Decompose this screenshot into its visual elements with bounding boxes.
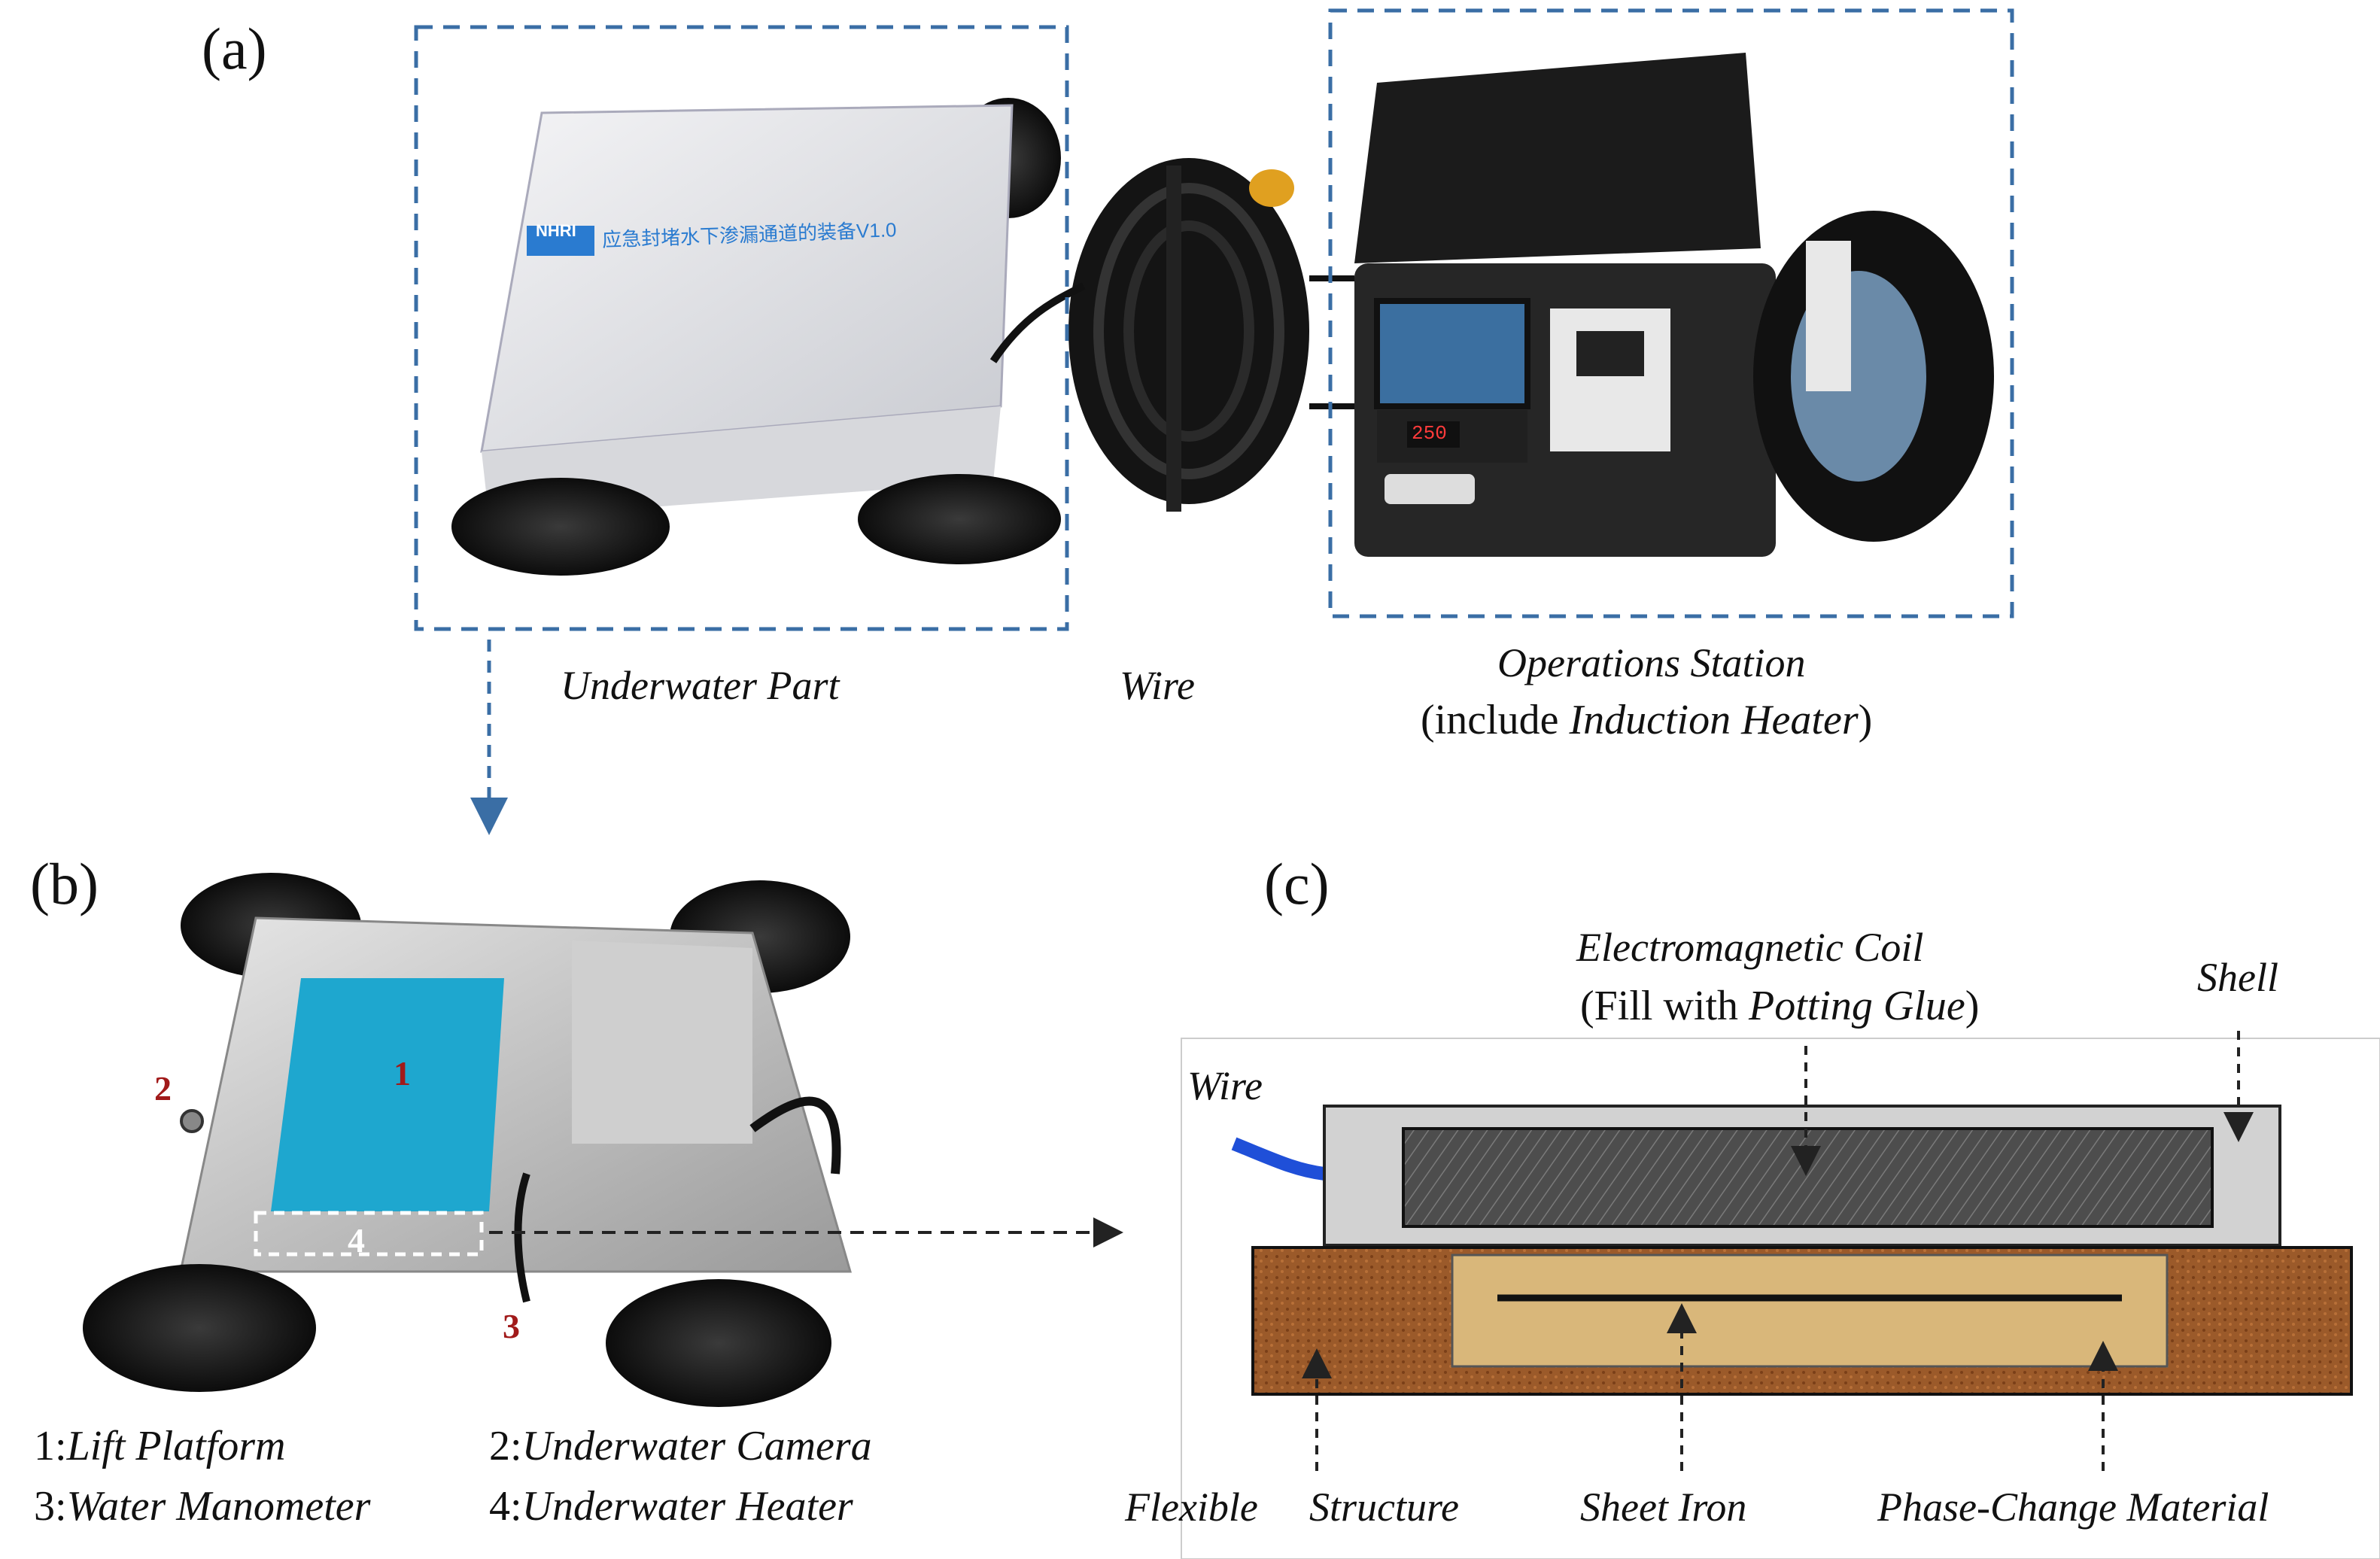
electromagnetic-coil [1402, 1127, 2214, 1228]
label-flexible: Flexible [1125, 1485, 1258, 1530]
caption-wire: Wire [1120, 663, 1195, 708]
legend-item-3: 3:Water Manometer [34, 1483, 371, 1530]
cable [1231, 1137, 1326, 1181]
rover-logo: NHRI [536, 221, 576, 240]
panel-label-a: (a) [202, 16, 267, 81]
panel-label-c: (c) [1264, 851, 1330, 916]
caption-underwater-part: Underwater Part [561, 663, 840, 708]
label-sheet-iron: Sheet Iron [1580, 1485, 1747, 1530]
legend-item-4: 4:Underwater Heater [489, 1483, 853, 1530]
marker-3: 3 [503, 1307, 520, 1345]
marker-4: 4 [348, 1221, 365, 1260]
operations-station-box [1328, 8, 2014, 618]
label-electromagnetic-coil: Electromagnetic Coil [1576, 925, 1924, 970]
label-wire-c: Wire [1187, 1063, 1263, 1108]
heater-cross-section [1181, 1031, 2380, 1559]
lift-platform [271, 978, 504, 1211]
label-structure: Structure [1309, 1485, 1459, 1530]
legend-item-2: 2:Underwater Camera [489, 1423, 872, 1469]
caption-operations-station: Operations Station [1497, 640, 1806, 685]
phase-change-material [1451, 1254, 2169, 1368]
marker-1: 1 [394, 1054, 411, 1093]
label-fill-potting-glue: (Fill with Potting Glue) [1580, 983, 1980, 1029]
label-phase-change-material: Phase-Change Material [1877, 1485, 2269, 1530]
legend-item-1: 1:Lift Platform [34, 1423, 286, 1469]
panel-label-b: (b) [30, 851, 99, 916]
underwater-part-box [414, 25, 1069, 631]
wire-reel-photo [989, 158, 1354, 512]
marker-2: 2 [154, 1069, 172, 1108]
rover-frame-photo [83, 873, 852, 1407]
heater-highlight [254, 1211, 484, 1257]
caption-include-induction-heater: (include Induction Heater) [1421, 697, 1873, 743]
operations-station-photo [1354, 53, 1994, 557]
label-shell: Shell [2197, 955, 2278, 1000]
underwater-rover-photo [451, 98, 1061, 576]
display-readout: 250 [1412, 422, 1447, 445]
